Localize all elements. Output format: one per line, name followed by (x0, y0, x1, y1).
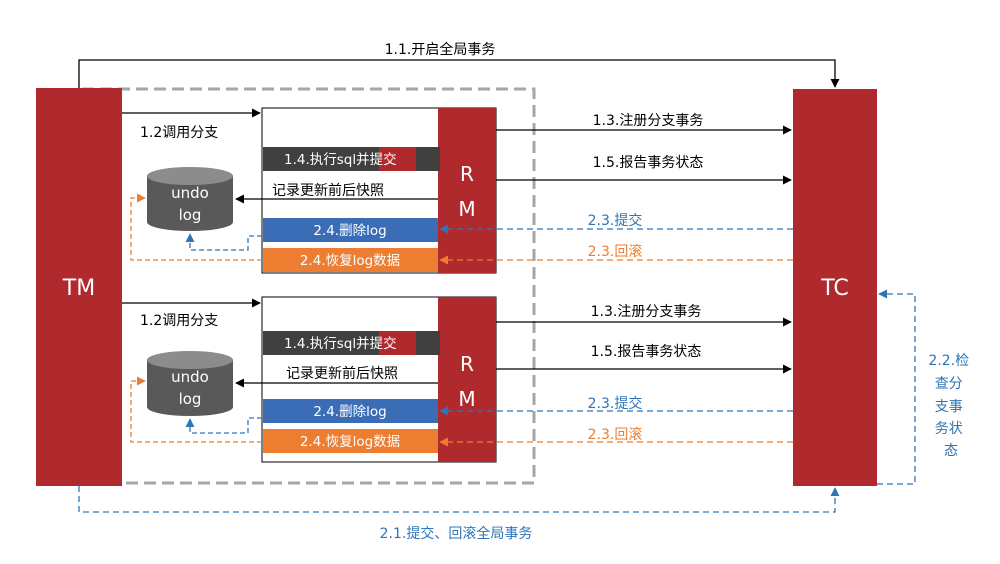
log-label: log (179, 206, 202, 224)
tm-label: TM (62, 276, 95, 301)
rm-label-m: M (458, 387, 475, 411)
branch-group-2: R M 1.2调用分支 1.4.执行sql并提交 记录更新前后快照 undo l… (122, 296, 793, 463)
commit-label: 2.3.提交 (588, 395, 643, 412)
check-branch-status-arrow (877, 289, 916, 485)
delete-log-step (263, 399, 438, 423)
record-snapshot-label: 记录更新前后快照 (272, 182, 384, 199)
register-branch-label: 1.3.注册分支事务 (591, 304, 702, 320)
start-global-arrow (78, 59, 840, 88)
exec-sql-highlight-box (379, 331, 416, 355)
check-branch-status-label: 2.2.检 查分 支事 务状 态 (928, 353, 973, 459)
exec-sql-label: 1.4.执行sql并提交 (284, 335, 397, 352)
rollback-label: 2.3.回滚 (588, 426, 643, 443)
undo-log-cylinder: undo log (147, 351, 233, 416)
rollback-label: 2.3.回滚 (588, 243, 643, 260)
commit-rollback-global-label: 2.1.提交、回滚全局事务 (380, 525, 533, 542)
log-label: log (179, 390, 202, 408)
exec-sql-label: 1.4.执行sql并提交 (284, 151, 397, 168)
undo-label: undo (171, 368, 209, 386)
restore-log-connector (130, 376, 262, 443)
tm-node (36, 88, 122, 486)
branch-group-1: R M 1.2调用分支 1.4.执行sql并提交 记录更新前后快照 undo l… (122, 107, 793, 274)
record-snapshot-label: 记录更新前后快照 (286, 365, 398, 382)
delete-log-connector (185, 233, 262, 251)
restore-log-label: 2.4.恢复log数据 (300, 433, 400, 450)
restore-log-step (263, 429, 438, 453)
report-status-label: 1.5.报告事务状态 (591, 344, 702, 360)
exec-sql-highlight-box (379, 147, 416, 171)
rm-label-r: R (460, 352, 474, 376)
restore-log-step (263, 248, 438, 272)
register-branch-label: 1.3.注册分支事务 (593, 113, 704, 129)
rm-node (438, 297, 496, 462)
commit-label: 2.3.提交 (588, 212, 643, 229)
restore-log-label: 2.4.恢复log数据 (300, 252, 400, 269)
tc-label: TC (820, 276, 849, 301)
delete-log-label: 2.4.删除log (313, 223, 386, 239)
rm-label-r: R (460, 162, 474, 186)
delete-log-label: 2.4.删除log (313, 404, 386, 420)
call-branch-label: 1.2调用分支 (140, 125, 218, 141)
commit-rollback-global-arrow (78, 486, 840, 513)
undo-log-cylinder: undo log (147, 167, 233, 231)
rm-label-m: M (458, 197, 475, 221)
delete-log-connector (185, 417, 262, 434)
call-branch-label: 1.2调用分支 (140, 313, 218, 329)
tc-node (793, 89, 877, 486)
report-status-label: 1.5.报告事务状态 (593, 155, 704, 171)
delete-log-step (263, 218, 438, 242)
rm-node (438, 108, 496, 273)
undo-label: undo (171, 184, 209, 202)
start-global-label: 1.1.开启全局事务 (385, 41, 496, 58)
restore-log-connector (130, 193, 262, 261)
